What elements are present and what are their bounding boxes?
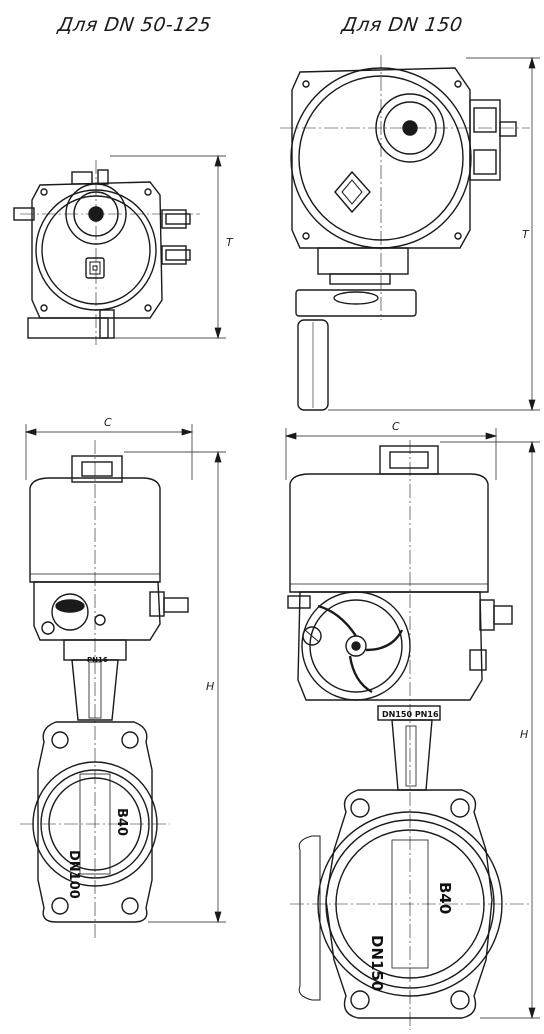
dimension-h-small	[124, 450, 226, 924]
large-material-marking: B40	[436, 882, 454, 914]
dimension-t-large	[328, 56, 540, 412]
dim-label-c-large: C	[392, 420, 400, 433]
dimension-c-large	[284, 428, 498, 480]
dim-label-h-large: H	[520, 728, 528, 741]
dim-label-c-small: C	[104, 416, 112, 429]
large-valve-front-view	[287, 440, 530, 1030]
small-material-marking: B40	[114, 808, 129, 836]
small-valve-front-view	[20, 440, 189, 940]
large-nameplate-marking: DN150 PN16	[382, 710, 439, 719]
small-actuator-top-view	[13, 160, 200, 345]
small-dn-marking: DN100	[66, 850, 81, 899]
dim-label-t-small: T	[226, 236, 234, 249]
large-dn-marking: DN150	[368, 935, 386, 991]
dim-label-t-large: T	[522, 228, 530, 241]
small-pn-marking: PN16	[87, 656, 108, 664]
dimension-h-large	[440, 440, 540, 1020]
large-actuator-top-view	[280, 55, 530, 411]
dimension-t-small	[110, 154, 226, 340]
dim-label-h-small: H	[206, 680, 214, 693]
